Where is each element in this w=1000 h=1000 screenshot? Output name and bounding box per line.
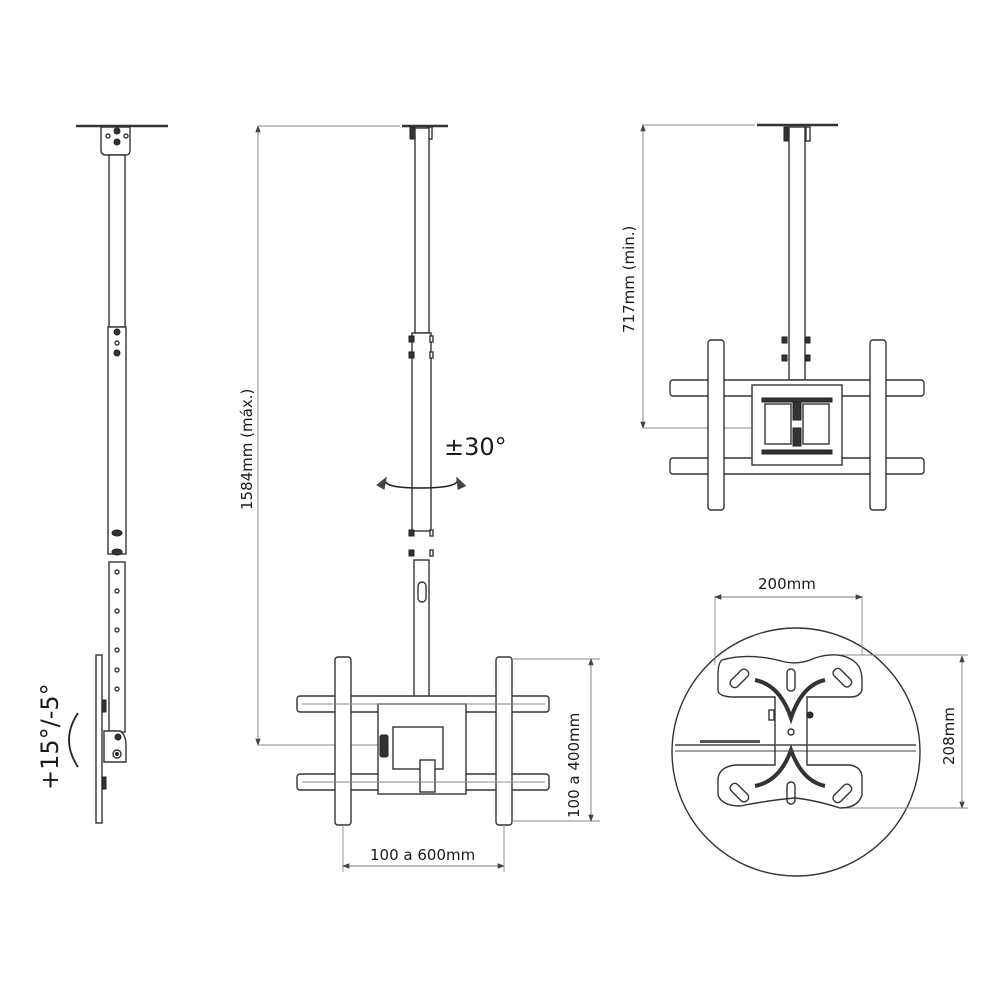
- max-height-label: 1584mm (máx.): [238, 388, 256, 510]
- min-height-label: 717mm (min.): [620, 225, 638, 333]
- plate-width-label: 200mm: [758, 575, 816, 593]
- front-view-extended: [255, 124, 600, 872]
- plate-height-label: 208mm: [940, 707, 958, 765]
- side-view: [68, 124, 168, 824]
- tilt-range-label: +15°/-5°: [36, 683, 64, 790]
- ceiling-plate-detail: [671, 594, 968, 877]
- vesa-vertical-label: 100 a 400mm: [565, 712, 583, 818]
- front-view-retracted: [640, 123, 925, 511]
- vesa-horizontal-label: 100 a 600mm: [370, 846, 476, 864]
- swivel-arrow-icon: [376, 476, 467, 491]
- swivel-label: ±30°: [444, 433, 507, 461]
- tilt-arc-icon: [68, 712, 79, 768]
